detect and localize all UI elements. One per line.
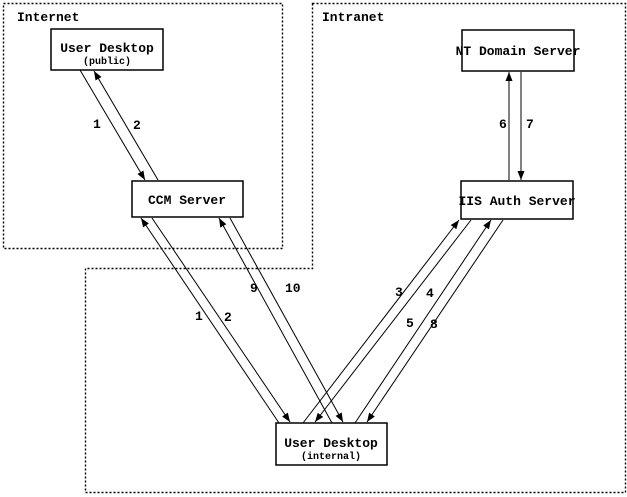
node-iis-auth-server: IIS Auth Server [458, 180, 576, 220]
iis-auth-server-box [460, 180, 574, 220]
user-desktop-internal-label: User Desktop [284, 436, 378, 451]
edge-label-step10: 10 [285, 281, 301, 296]
user-desktop-internal-box [275, 422, 388, 466]
edge-label-step9: 9 [250, 281, 258, 296]
user-desktop-public-label: User Desktop [60, 41, 154, 56]
user-desktop-public-box [50, 28, 164, 71]
edge-step10-ccm-to-internal-desktop [229, 217, 344, 423]
nt-domain-server-label: NT Domain Server [456, 44, 581, 59]
intranet-zone-label: Intranet [322, 10, 384, 25]
intranet-zone-border [84, 2, 627, 494]
node-nt-domain-server: NT Domain Server [456, 29, 581, 72]
ccm-server-box [131, 180, 244, 218]
edge-step3-internal-desktop-to-iis [302, 219, 460, 424]
nt-domain-server-box [461, 29, 575, 72]
edge-label-step1-internal: 1 [195, 309, 203, 324]
internet-zone-label: Internet [17, 10, 79, 25]
node-user-desktop-internal: User Desktop (internal) [275, 422, 388, 466]
user-desktop-public-sublabel: (public) [83, 56, 131, 68]
ccm-server-label: CCM Server [148, 193, 226, 208]
edge-label-step2-public: 2 [133, 118, 141, 133]
user-desktop-internal-sublabel: (internal) [301, 451, 361, 463]
edge-label-step6: 6 [499, 117, 507, 132]
edge-label-step3: 3 [395, 285, 403, 300]
edge-label-step8: 8 [430, 317, 438, 332]
edge-step8-iis-to-internal-desktop [366, 219, 504, 423]
edge-step9-internal-desktop-to-ccm [218, 217, 333, 424]
edge-label-step4: 4 [426, 286, 434, 301]
edge-step2-ccm-to-public-desktop [93, 70, 159, 181]
edge-label-step2-internal: 2 [224, 310, 232, 325]
edge-step4-iis-to-internal-desktop [314, 219, 472, 423]
iis-auth-server-label: IIS Auth Server [458, 194, 575, 209]
edge-label-step5: 5 [406, 316, 414, 331]
edge-step1-public-desktop-to-ccm [79, 69, 146, 181]
node-ccm-server: CCM Server [131, 180, 244, 218]
edge-step2-ccm-to-internal-desktop [151, 217, 291, 423]
edge-step1-internal-desktop-to-ccm [140, 217, 280, 424]
edge-label-step7: 7 [526, 117, 534, 132]
node-user-desktop-public: User Desktop (public) [50, 28, 164, 71]
edge-step5-internal-desktop-to-iis [354, 219, 492, 424]
internet-zone-border [2, 2, 284, 250]
edge-label-step1-public: 1 [93, 117, 101, 132]
